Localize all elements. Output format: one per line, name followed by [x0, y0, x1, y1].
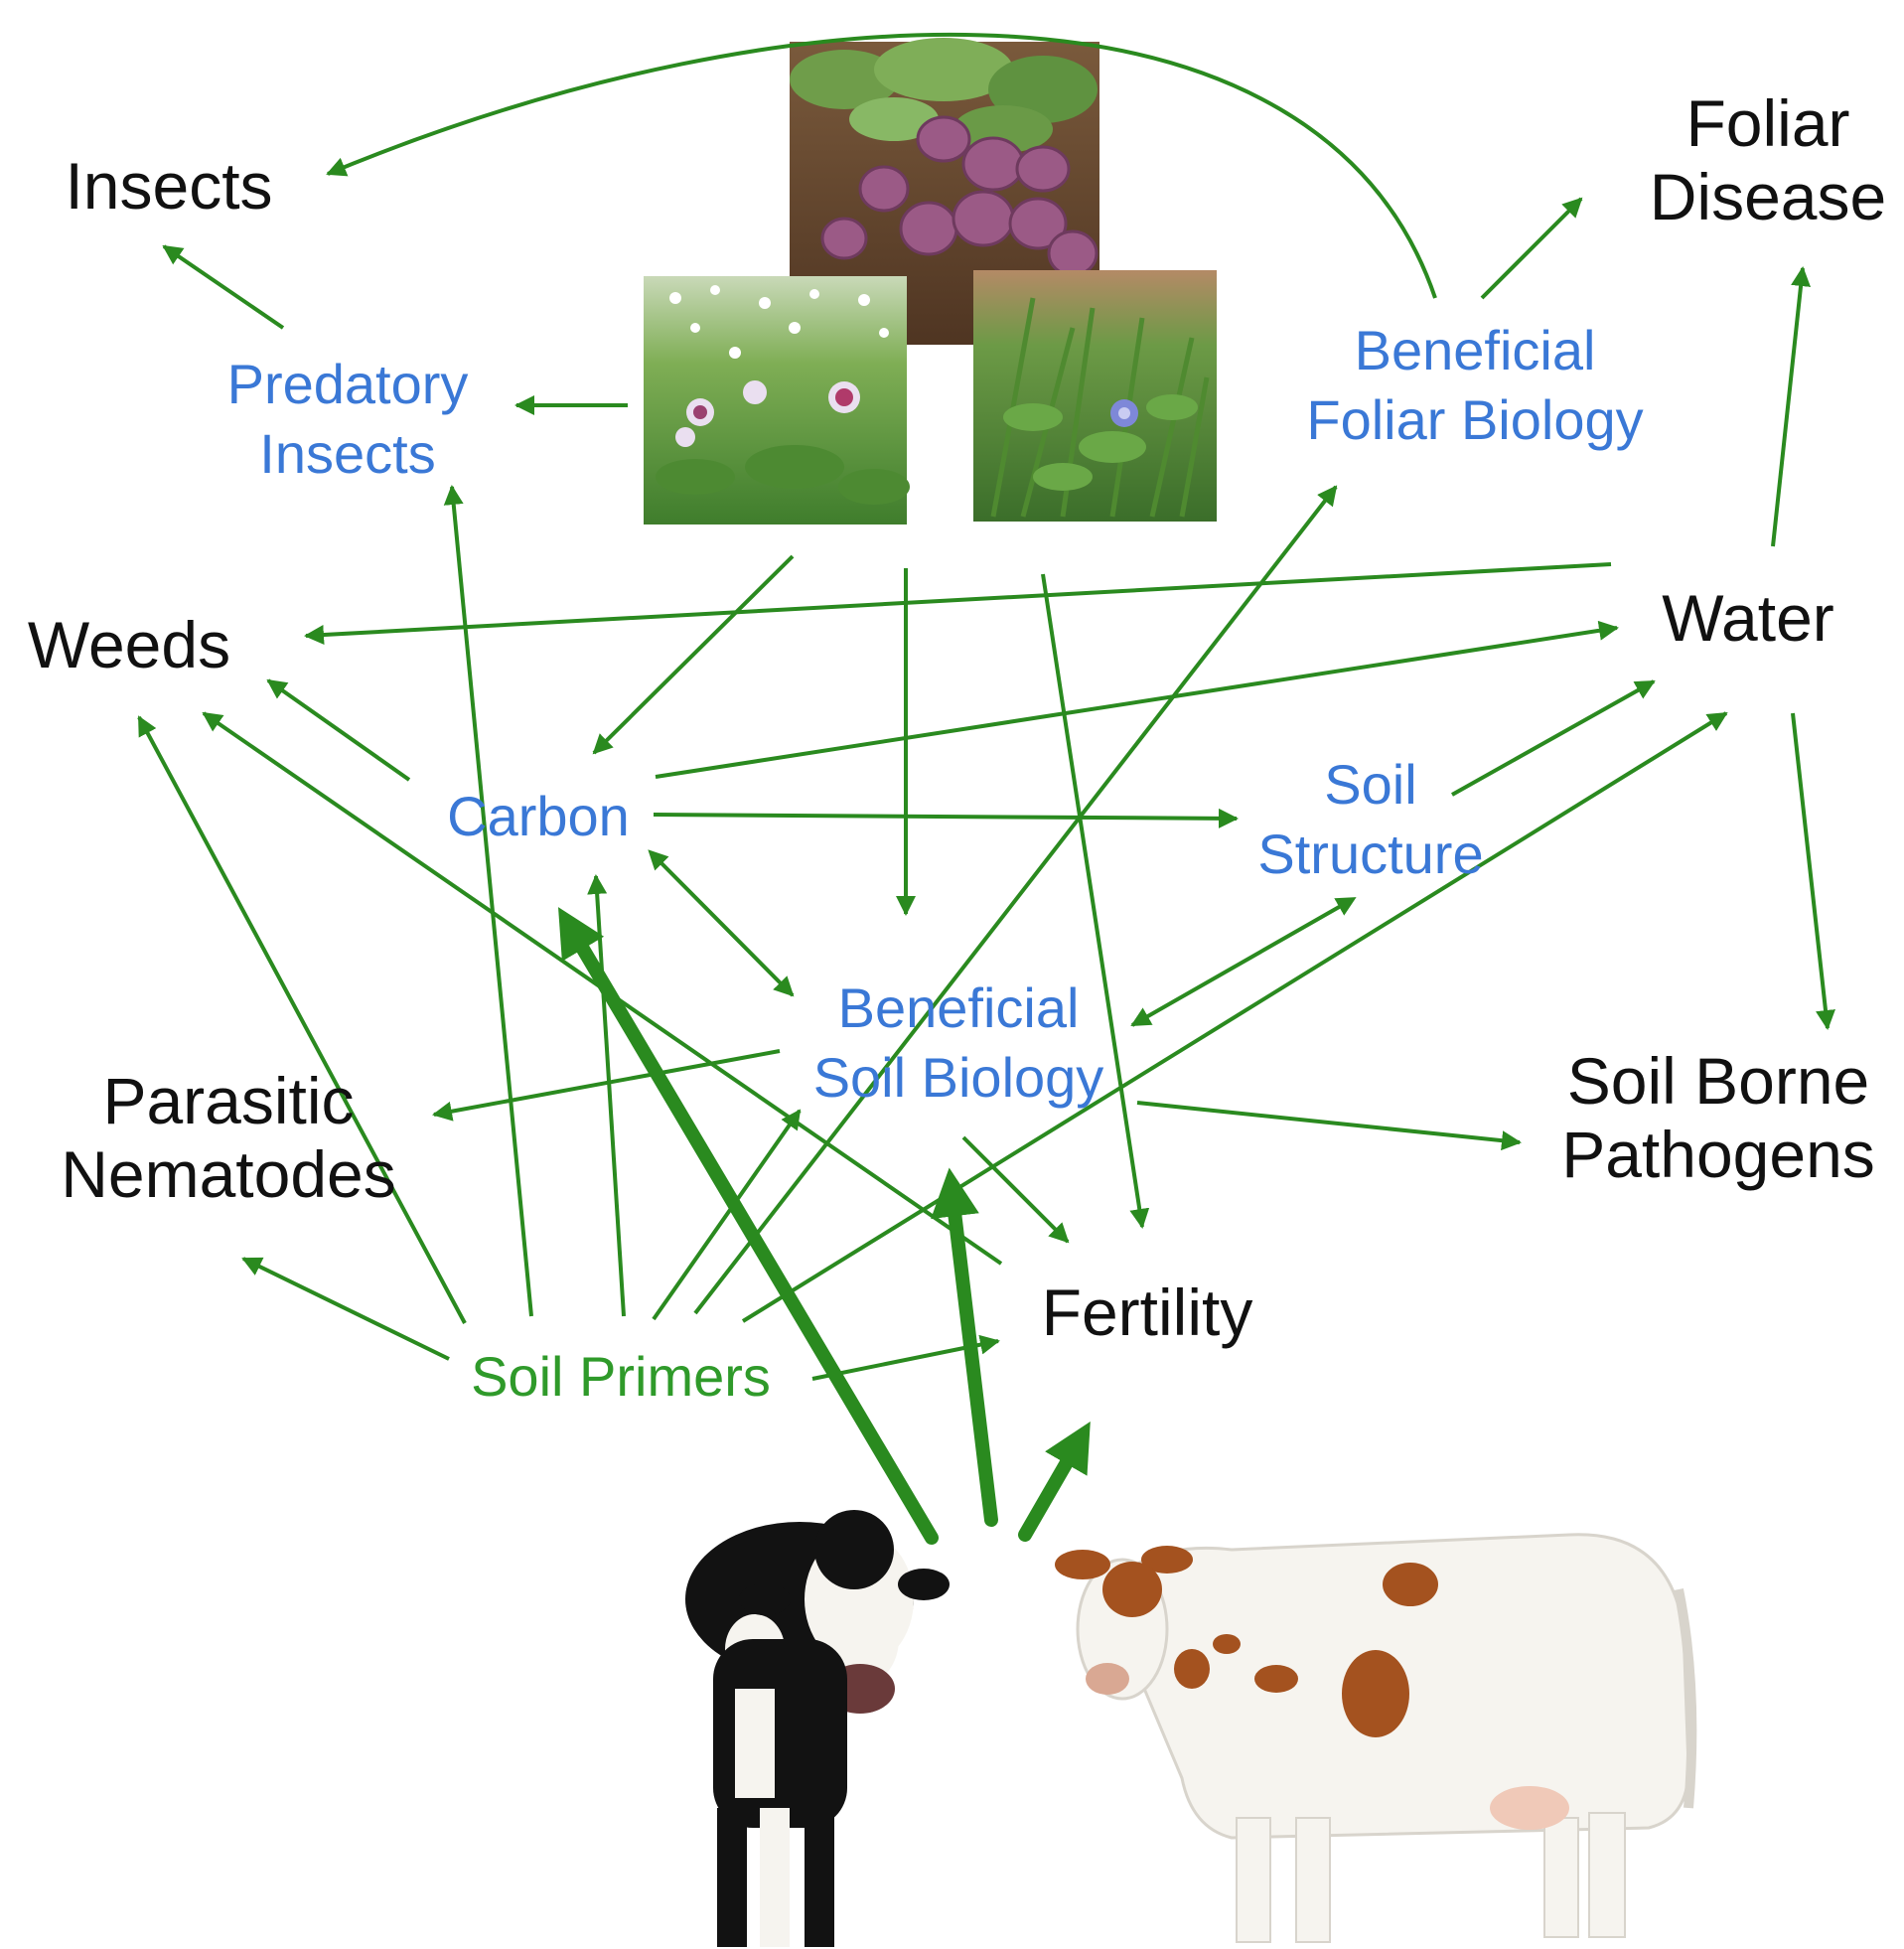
label-foliar-disease-line-2: Disease — [1634, 161, 1902, 234]
label-soil-primers-line: Soil Primers — [452, 1343, 790, 1410]
label-parasitic-nematodes: Parasitic Nematodes — [40, 1065, 417, 1212]
arrow-soil-primers-to-carbon — [596, 876, 624, 1316]
arrow-beneficial-foliar-to-insects — [328, 35, 1435, 298]
arrow-soil-primers-to-weeds — [139, 717, 465, 1323]
label-carbon: Carbon — [429, 783, 648, 849]
arrow-water-to-foliar-disease — [1773, 268, 1803, 546]
label-soil-borne-pathogens: Soil Borne Pathogens — [1535, 1045, 1902, 1192]
arrow-beneficial-foliar-to-foliar-disease — [1482, 199, 1581, 298]
label-soil-primers: Soil Primers — [452, 1343, 790, 1410]
arrow-soil-structure-soil-biology — [1132, 906, 1341, 1025]
label-predatory-insects-line-2: Insects — [214, 419, 482, 489]
arrow-crops-to-carbon — [594, 556, 793, 753]
label-foliar-disease: Foliar Disease — [1634, 87, 1902, 234]
label-parasitic-nematodes-line-2: Nematodes — [40, 1138, 417, 1212]
arrow-predatory-to-insects — [164, 246, 283, 328]
label-insects: Insects — [50, 147, 288, 225]
label-beneficial-soil-biology-line-1: Beneficial — [795, 974, 1122, 1043]
label-water-line: Water — [1639, 579, 1857, 658]
label-soil-structure: Soil Structure — [1237, 750, 1505, 889]
label-predatory-insects: Predatory Insects — [214, 350, 482, 489]
arrow-soil-primers-to-predatory — [452, 487, 531, 1316]
label-beneficial-foliar-biology: Beneficial Foliar Biology — [1281, 316, 1669, 455]
label-foliar-disease-line-1: Foliar — [1634, 87, 1902, 161]
arrow-water-to-soil-borne — [1793, 713, 1828, 1028]
label-water: Water — [1639, 579, 1857, 658]
label-weeds-line: Weeds — [10, 606, 248, 684]
arrow-carbon-to-soil-structure — [654, 815, 1237, 819]
bold-arrow-cows-to-soil-biology — [952, 1187, 991, 1520]
arrow-crops-to-fertility — [1043, 574, 1142, 1227]
arrow-soil-biology-to-soil-borne — [1137, 1103, 1520, 1142]
arrow-soil-primers-to-nematodes — [243, 1259, 449, 1359]
arrow-water-to-weeds — [306, 564, 1611, 636]
label-carbon-line: Carbon — [429, 783, 648, 849]
label-soil-structure-line-2: Structure — [1237, 820, 1505, 889]
bold-arrow-cows-to-fertility — [1025, 1438, 1081, 1535]
label-soil-borne-pathogens-line-1: Soil Borne — [1535, 1045, 1902, 1119]
label-beneficial-foliar-biology-line-1: Beneficial — [1281, 316, 1669, 385]
label-predatory-insects-line-1: Predatory — [214, 350, 482, 419]
label-soil-structure-line-1: Soil — [1237, 750, 1505, 820]
arrow-carbon-soil-biology — [660, 862, 793, 995]
label-soil-borne-pathogens-line-2: Pathogens — [1535, 1119, 1902, 1192]
label-beneficial-soil-biology-line-2: Soil Biology — [795, 1043, 1122, 1113]
label-insects-line: Insects — [50, 147, 288, 225]
label-fertility: Fertility — [1018, 1274, 1276, 1352]
label-weeds: Weeds — [10, 606, 248, 684]
label-beneficial-foliar-biology-line-2: Foliar Biology — [1281, 385, 1669, 455]
label-fertility-line: Fertility — [1018, 1274, 1276, 1352]
label-beneficial-soil-biology: Beneficial Soil Biology — [795, 974, 1122, 1113]
arrow-carbon-to-weeds — [268, 680, 409, 780]
label-parasitic-nematodes-line-1: Parasitic — [40, 1065, 417, 1138]
